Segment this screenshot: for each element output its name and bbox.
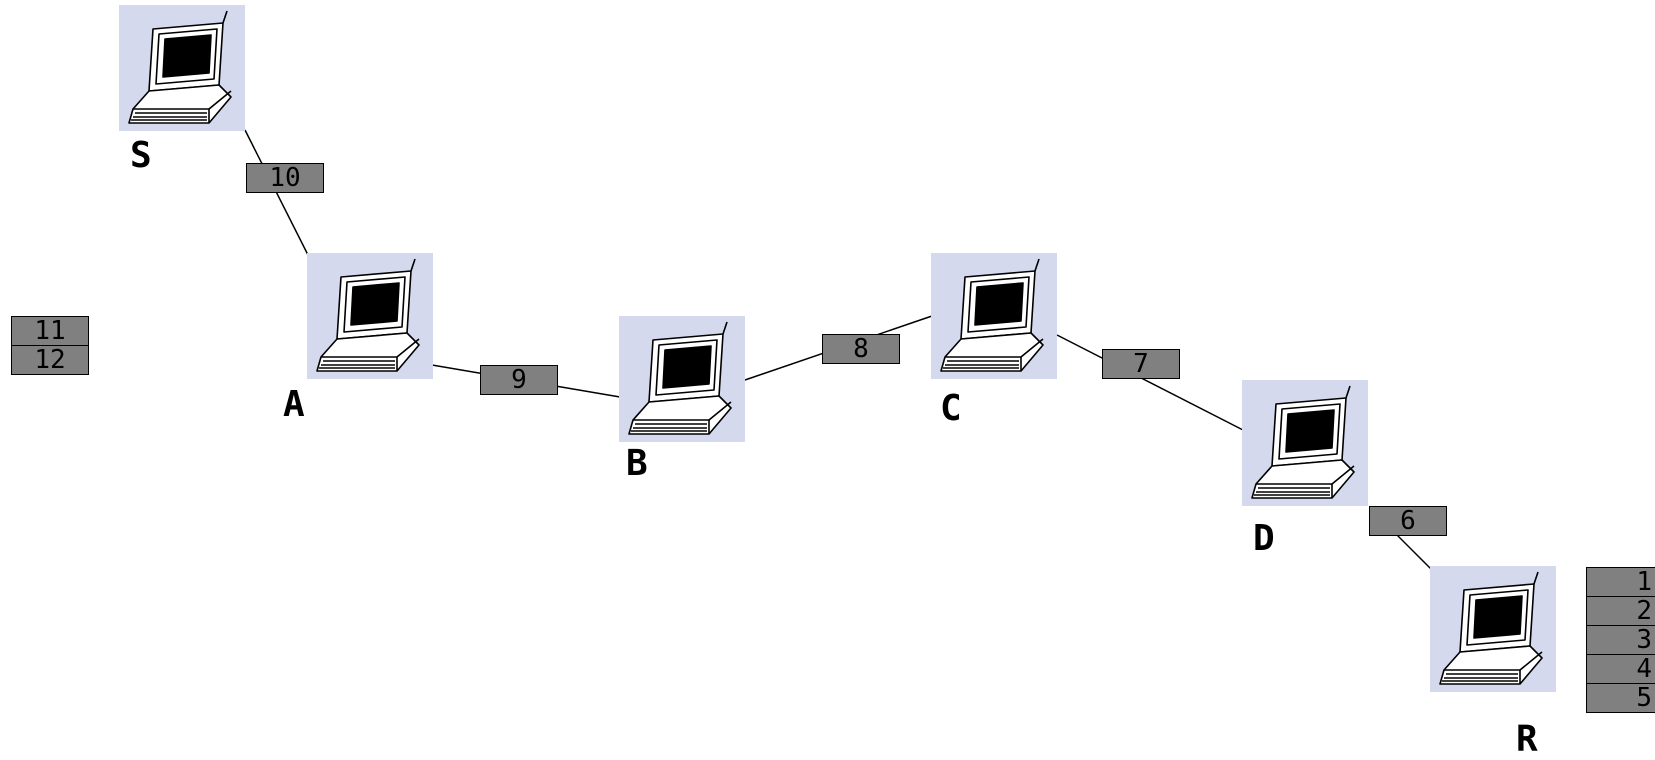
laptop-icon (1439, 571, 1543, 685)
laptop-icon (940, 258, 1044, 372)
laptop-icon (628, 321, 732, 435)
node-s[interactable] (119, 5, 245, 131)
node-d[interactable] (1242, 380, 1368, 506)
node-c[interactable] (931, 253, 1057, 379)
received-packet: 5 (1586, 683, 1655, 713)
queued-packet: 12 (11, 345, 89, 375)
packet-10: 10 (246, 163, 324, 193)
laptop-icon (1251, 385, 1355, 499)
send-queue: 11 12 (11, 316, 89, 375)
packet-8: 8 (822, 334, 900, 364)
queued-packet: 11 (11, 316, 89, 346)
laptop-icon (316, 258, 420, 372)
packet-6: 6 (1369, 506, 1447, 536)
node-label-d: D (1253, 518, 1275, 559)
packet-7: 7 (1102, 349, 1180, 379)
receive-queue: 1 2 3 4 5 (1586, 567, 1655, 713)
received-packet: 3 (1586, 625, 1655, 655)
received-packet: 2 (1586, 596, 1655, 626)
node-label-c: C (940, 388, 962, 429)
node-label-a: A (283, 384, 305, 425)
node-label-b: B (626, 443, 648, 484)
node-label-r: R (1516, 719, 1538, 760)
link-d-r (1393, 531, 1433, 571)
received-packet: 4 (1586, 654, 1655, 684)
link-c-d (1056, 334, 1244, 431)
packet-9: 9 (480, 365, 558, 395)
node-label-s: S (130, 135, 152, 176)
laptop-icon (128, 10, 232, 124)
received-packet: 1 (1586, 567, 1655, 597)
node-a[interactable] (307, 253, 433, 379)
node-r[interactable] (1430, 566, 1556, 692)
node-b[interactable] (619, 316, 745, 442)
